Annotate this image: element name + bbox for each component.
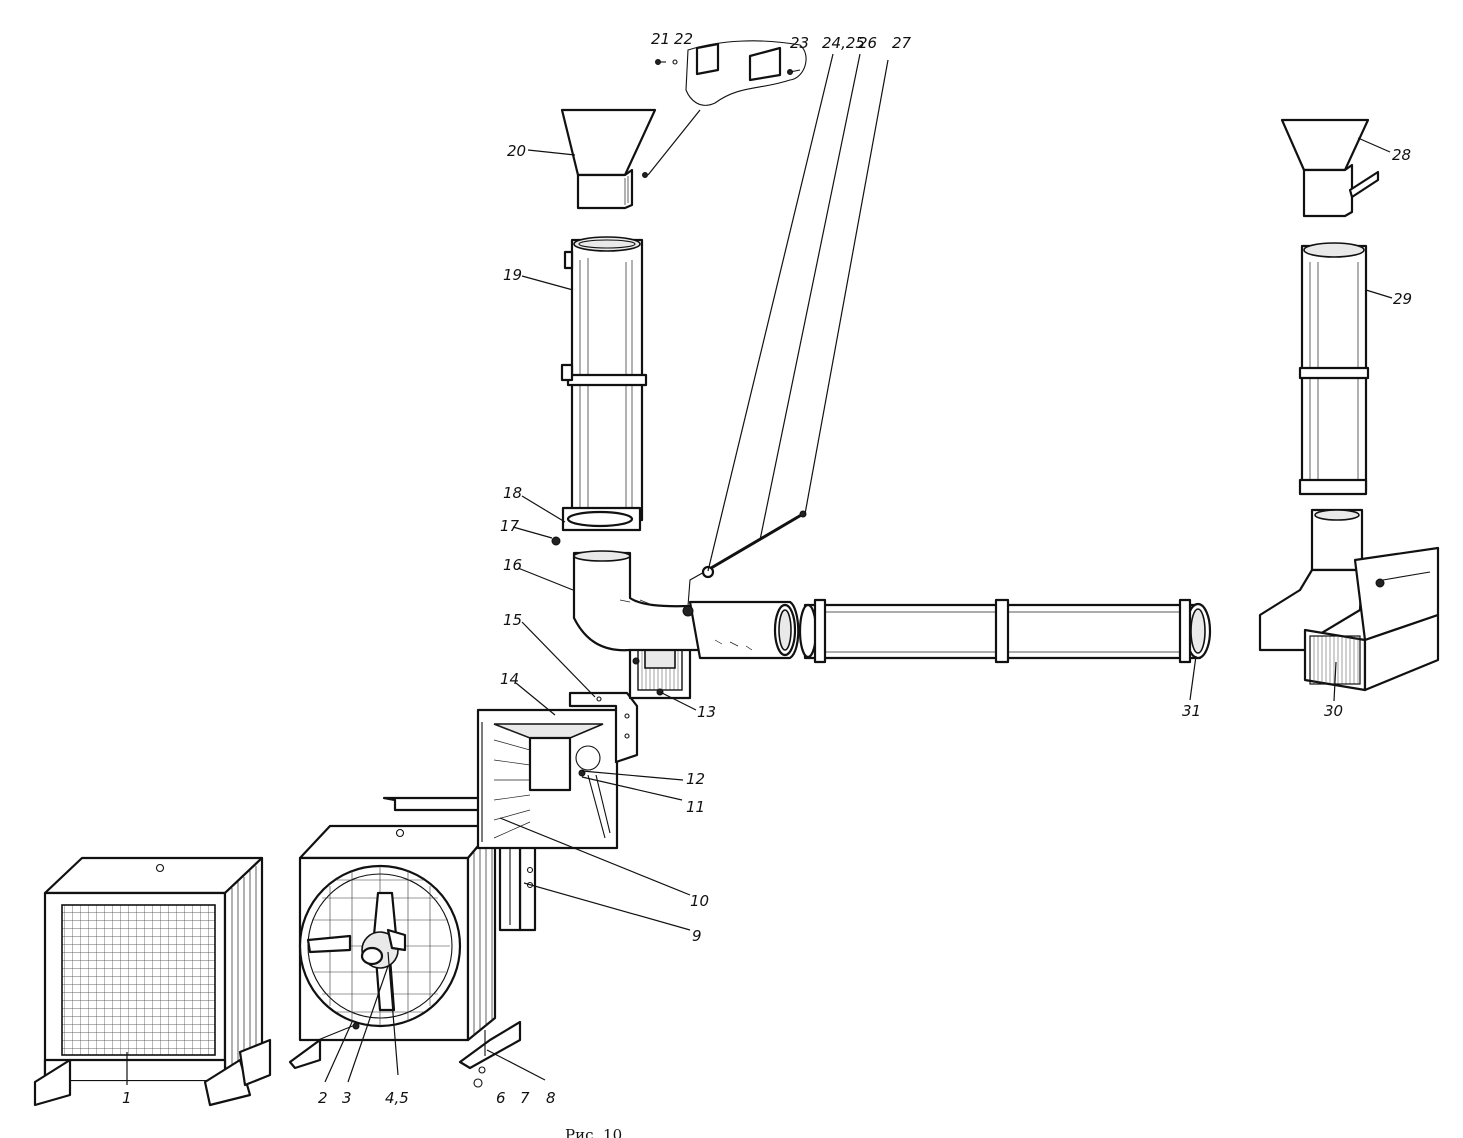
callout-22: 22 bbox=[674, 30, 693, 48]
callout-18: 18 bbox=[503, 484, 522, 502]
fan-shroud-unit bbox=[288, 824, 522, 1088]
detail-inset-fasteners bbox=[647, 40, 807, 176]
part-15-flange-plate bbox=[568, 691, 639, 764]
callout-1: 1 bbox=[122, 1089, 132, 1107]
callout-17: 17 bbox=[500, 517, 520, 535]
callout-21: 21 bbox=[651, 30, 670, 48]
callout-13: 13 bbox=[697, 703, 716, 721]
callout-23: 23 bbox=[790, 34, 809, 52]
part-14-transition-box bbox=[476, 708, 619, 850]
callout-8: 8 bbox=[546, 1089, 556, 1107]
callout-19: 19 bbox=[503, 266, 522, 284]
callout-20: 20 bbox=[507, 142, 526, 160]
callout-24-25: 24,25 bbox=[822, 34, 865, 52]
callout-2: 2 bbox=[318, 1089, 328, 1107]
callout-4-5: 4,5 bbox=[385, 1089, 409, 1107]
callout-26: 26 bbox=[858, 34, 877, 52]
part-20-inlet-hood bbox=[560, 108, 657, 210]
callout-27: 27 bbox=[892, 34, 912, 52]
callout-labels: 1 2 3 4,5 6 7 8 9 10 11 12 13 14 15 16 1… bbox=[122, 30, 1412, 1107]
callout-10: 10 bbox=[690, 892, 709, 910]
callout-7: 7 bbox=[520, 1089, 530, 1107]
callout-31: 31 bbox=[1182, 702, 1201, 720]
part-28-inlet-hood-right bbox=[1280, 118, 1380, 218]
callout-11: 11 bbox=[686, 798, 705, 816]
callout-28: 28 bbox=[1392, 146, 1411, 164]
part-19-vertical-duct bbox=[551, 236, 648, 546]
part-16-elbow-pipe bbox=[572, 550, 800, 660]
callout-6: 6 bbox=[496, 1089, 506, 1107]
control-rod-linkage bbox=[701, 510, 807, 579]
callout-3: 3 bbox=[342, 1089, 352, 1107]
callout-14: 14 bbox=[500, 670, 519, 688]
part-31-horizontal-duct bbox=[798, 598, 1212, 664]
callout-15: 15 bbox=[503, 611, 522, 629]
callout-12: 12 bbox=[686, 770, 705, 788]
leader-lines bbox=[324, 53, 1393, 1083]
part-1-grille-housing bbox=[33, 856, 272, 1107]
callout-9: 9 bbox=[692, 927, 702, 945]
figure-caption: Рис. 10 bbox=[565, 1126, 622, 1138]
callout-30: 30 bbox=[1324, 702, 1343, 720]
callout-29: 29 bbox=[1393, 290, 1412, 308]
part-30-tee-junction bbox=[1258, 508, 1440, 692]
callout-16: 16 bbox=[503, 556, 522, 574]
part-29-vertical-duct-right bbox=[1298, 242, 1370, 496]
